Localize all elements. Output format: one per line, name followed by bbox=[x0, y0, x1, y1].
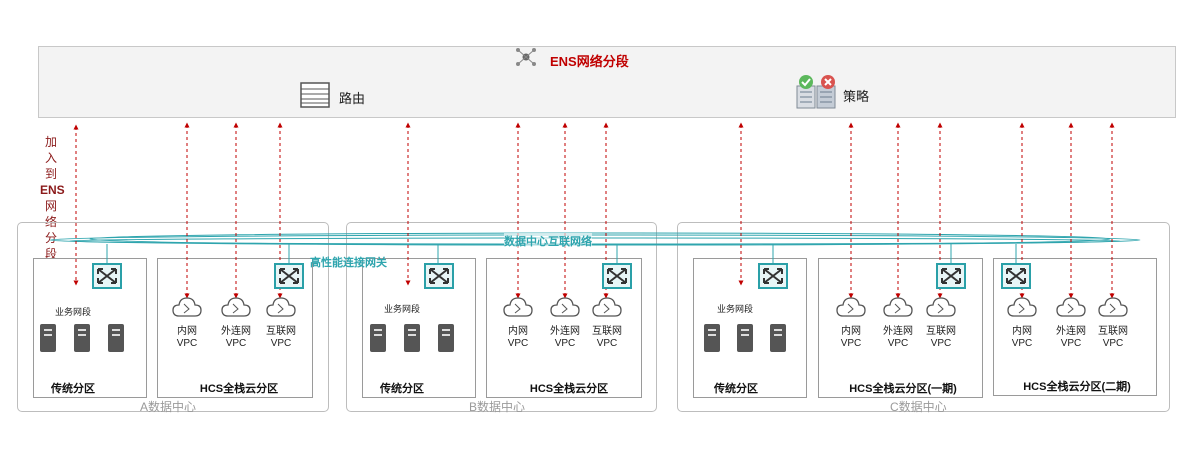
server-icon bbox=[737, 324, 753, 352]
policy-icon bbox=[796, 75, 836, 109]
side-char: 分 bbox=[44, 231, 57, 245]
zone-title: HCS全栈云分区 bbox=[529, 383, 609, 395]
cloud-vpc-icon bbox=[592, 297, 622, 317]
policy-label: 策略 bbox=[843, 89, 870, 104]
join-ens-label: 加 入 到 ENS 网 络 分 段 bbox=[40, 134, 65, 262]
datacenter-a bbox=[17, 222, 329, 412]
gateway-switch-icon bbox=[92, 263, 122, 289]
business-segment-label: 业务网段 bbox=[717, 304, 754, 314]
datacenter-label: B数据中心 bbox=[469, 400, 526, 414]
routing-table-icon bbox=[300, 82, 330, 108]
side-char: 加 bbox=[44, 135, 57, 149]
cloud-vpc-icon bbox=[172, 297, 202, 317]
gateway-switch-icon bbox=[1001, 263, 1031, 289]
ens-title: ENS网络分段 bbox=[550, 54, 629, 69]
cloud-vpc-icon bbox=[1098, 297, 1128, 317]
dc-interconnect-ring bbox=[69, 237, 1121, 245]
gateway-switch-icon bbox=[602, 263, 632, 289]
cloud-vpc-icon bbox=[266, 297, 296, 317]
side-char: 网 bbox=[44, 199, 57, 213]
cloud-vpc-icon bbox=[1056, 297, 1086, 317]
zone-title: 传统分区 bbox=[380, 383, 424, 395]
server-icon bbox=[770, 324, 786, 352]
gateway-switch-icon bbox=[424, 263, 454, 289]
server-icon bbox=[404, 324, 420, 352]
cloud-vpc-icon bbox=[503, 297, 533, 317]
datacenter-b bbox=[346, 222, 657, 412]
zone-title: HCS全栈云分区(二期) bbox=[1023, 381, 1131, 393]
business-segment-label: 业务网段 bbox=[384, 304, 421, 314]
zone-title: HCS全栈云分区 bbox=[199, 383, 279, 395]
server-icon bbox=[74, 324, 90, 352]
cloud-vpc-icon bbox=[926, 297, 956, 317]
server-icon bbox=[438, 324, 454, 352]
gateway-switch-icon bbox=[936, 263, 966, 289]
business-segment-label: 业务网段 bbox=[55, 307, 92, 317]
network-node-icon bbox=[516, 48, 536, 66]
side-char: 入 bbox=[44, 151, 57, 165]
gateway-switch-icon bbox=[274, 263, 304, 289]
cloud-vpc-icon bbox=[836, 297, 866, 317]
server-icon bbox=[108, 324, 124, 352]
zone-title: HCS全栈云分区(一期) bbox=[849, 383, 957, 395]
datacenter-label: A数据中心 bbox=[140, 400, 197, 414]
cloud-vpc-icon bbox=[221, 297, 251, 317]
cloud-vpc-icon bbox=[550, 297, 580, 317]
server-icon bbox=[40, 324, 56, 352]
zone-title: 传统分区 bbox=[51, 383, 95, 395]
side-char: 到 bbox=[44, 167, 57, 181]
server-icon bbox=[370, 324, 386, 352]
cloud-vpc-icon bbox=[1007, 297, 1037, 317]
ens-segment-bar bbox=[38, 46, 1176, 118]
server-icon bbox=[704, 324, 720, 352]
cloud-vpc-icon bbox=[883, 297, 913, 317]
datacenter-c bbox=[677, 222, 1170, 412]
side-char: ENS bbox=[40, 183, 65, 197]
datacenter-label: C数据中心 bbox=[890, 400, 947, 414]
gateway-switch-icon bbox=[758, 263, 788, 289]
dc-interconnect-label: 数据中心互联网络 bbox=[504, 233, 592, 249]
routing-label: 路由 bbox=[339, 91, 366, 106]
gateway-label: 高性能连接网关 bbox=[310, 257, 387, 269]
zone-title: 传统分区 bbox=[714, 383, 758, 395]
side-char: 段 bbox=[44, 247, 57, 261]
